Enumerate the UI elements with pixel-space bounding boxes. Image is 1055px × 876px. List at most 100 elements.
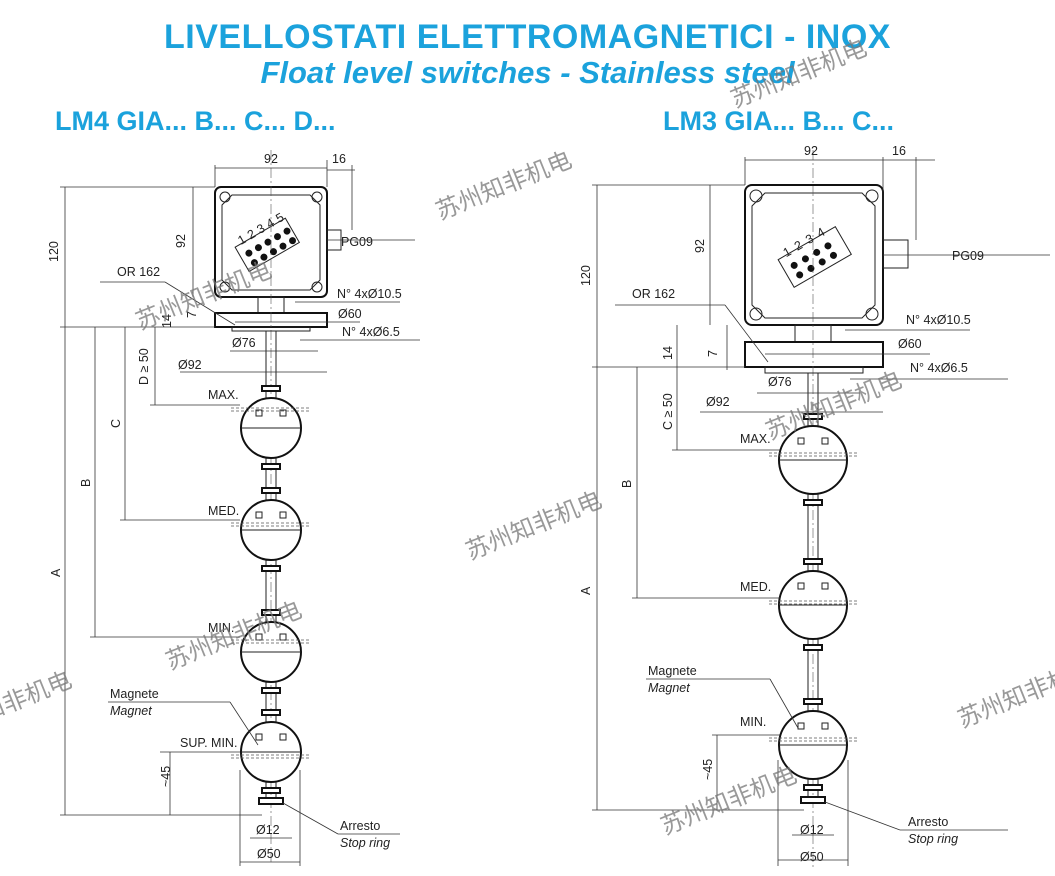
magnet-marker bbox=[797, 437, 805, 445]
dim-d50: Ø50 bbox=[800, 850, 824, 864]
collar bbox=[261, 787, 281, 794]
dim-height-92: 92 bbox=[174, 234, 188, 248]
dim-45: ~45 bbox=[159, 766, 173, 787]
flange bbox=[744, 341, 884, 368]
watermark: 苏州知非机电 bbox=[727, 34, 871, 114]
level-max: MAX. bbox=[208, 388, 239, 402]
dim-B: B bbox=[79, 479, 93, 487]
level-med: MED. bbox=[740, 580, 771, 594]
watermark: 苏州知非机电 bbox=[657, 761, 801, 841]
dim-D: D ≥ 50 bbox=[137, 348, 151, 385]
dim-gland: 16 bbox=[892, 144, 906, 158]
collar bbox=[261, 463, 281, 470]
dim-holes-10-5: N° 4xØ10.5 bbox=[337, 287, 402, 301]
terminal-screw bbox=[790, 261, 798, 269]
magnet-marker bbox=[821, 722, 829, 730]
terminal-screw bbox=[245, 249, 253, 257]
model-lm4-title: LM4 GIA... B... C... D... bbox=[55, 106, 336, 136]
dim-45: ~45 bbox=[701, 759, 715, 780]
terminal-screw bbox=[807, 264, 815, 272]
label-magnet-en: Magnet bbox=[648, 681, 690, 695]
dim-d60: Ø60 bbox=[338, 307, 362, 321]
stop-ring bbox=[258, 797, 284, 805]
label-pg09: PG09 bbox=[341, 235, 373, 249]
dim-height-120: 120 bbox=[579, 265, 593, 286]
float bbox=[231, 709, 311, 794]
float bbox=[231, 385, 311, 470]
terminal-screw bbox=[824, 242, 832, 250]
terminal-screw bbox=[269, 248, 277, 256]
terminal-screw bbox=[289, 237, 297, 245]
title-italian: LIVELLOSTATI ELETTROMAGNETICI - INOX bbox=[164, 18, 891, 56]
dim-A: A bbox=[49, 568, 63, 577]
collar bbox=[261, 709, 281, 716]
terminal-screw bbox=[829, 251, 837, 259]
float bbox=[231, 487, 311, 572]
collar bbox=[261, 385, 281, 392]
terminal-screw bbox=[260, 253, 268, 261]
collar bbox=[803, 698, 823, 705]
model-lm3-title: LM3 GIA... B... C... bbox=[663, 106, 895, 136]
float bbox=[769, 558, 857, 651]
collar bbox=[803, 499, 823, 506]
watermark: 苏州知非机电 bbox=[432, 146, 576, 226]
dim-holes-10-5: N° 4xØ10.5 bbox=[906, 313, 971, 327]
dim-height-120: 120 bbox=[47, 241, 61, 262]
dim-7: 7 bbox=[706, 350, 720, 357]
magnet-marker bbox=[255, 511, 263, 519]
terminal-screw bbox=[279, 242, 287, 250]
label-stop-it: Arresto bbox=[908, 815, 948, 829]
collar bbox=[261, 487, 281, 494]
terminal-screw bbox=[801, 255, 809, 263]
dim-d12: Ø12 bbox=[800, 823, 824, 837]
terminal-screw bbox=[796, 271, 804, 279]
label-magnet-it: Magnete bbox=[110, 687, 159, 701]
magnet-marker bbox=[255, 733, 263, 741]
dim-box-width: 92 bbox=[264, 152, 278, 166]
label-pg09: PG09 bbox=[952, 249, 984, 263]
dim-7: 7 bbox=[185, 311, 199, 318]
dim-C: C ≥ 50 bbox=[661, 393, 675, 430]
magnet-marker bbox=[279, 733, 287, 741]
dim-holes-6-5: N° 4xØ6.5 bbox=[910, 361, 968, 375]
level-max: MAX. bbox=[740, 432, 771, 446]
float bbox=[231, 609, 311, 694]
collar bbox=[261, 565, 281, 572]
dim-A: A bbox=[579, 586, 593, 595]
collar bbox=[803, 784, 823, 791]
magnet-marker bbox=[255, 409, 263, 417]
dim-height-92: 92 bbox=[693, 239, 707, 253]
level-med: MED. bbox=[208, 504, 239, 518]
label-stop-en: Stop ring bbox=[908, 832, 958, 846]
collar bbox=[803, 413, 823, 420]
label-oring: OR 162 bbox=[117, 265, 160, 279]
dim-d12: Ø12 bbox=[256, 823, 280, 837]
dim-d76: Ø76 bbox=[232, 336, 256, 350]
dim-gland: 16 bbox=[332, 152, 346, 166]
dim-14: 14 bbox=[160, 314, 174, 328]
label-stop-it: Arresto bbox=[340, 819, 380, 833]
magnet-marker bbox=[797, 722, 805, 730]
dim-14: 14 bbox=[661, 346, 675, 360]
level-sup-min: SUP. MIN. bbox=[180, 736, 237, 750]
label-stop-en: Stop ring bbox=[340, 836, 390, 850]
label-oring: OR 162 bbox=[632, 287, 675, 301]
magnet-marker bbox=[797, 582, 805, 590]
magnet-marker bbox=[279, 511, 287, 519]
collar bbox=[803, 644, 823, 651]
dim-C: C bbox=[109, 419, 123, 428]
terminal-screw bbox=[283, 227, 291, 235]
collar bbox=[261, 609, 281, 616]
label-magnet-it: Magnete bbox=[648, 664, 697, 678]
dim-B: B bbox=[620, 480, 634, 488]
dim-d92: Ø92 bbox=[178, 358, 202, 372]
terminal-screw bbox=[818, 258, 826, 266]
dim-d76: Ø76 bbox=[768, 375, 792, 389]
terminal-screw bbox=[254, 244, 262, 252]
terminal-screw bbox=[273, 233, 281, 241]
cable-gland bbox=[882, 239, 909, 269]
terminal-screw bbox=[813, 248, 821, 256]
